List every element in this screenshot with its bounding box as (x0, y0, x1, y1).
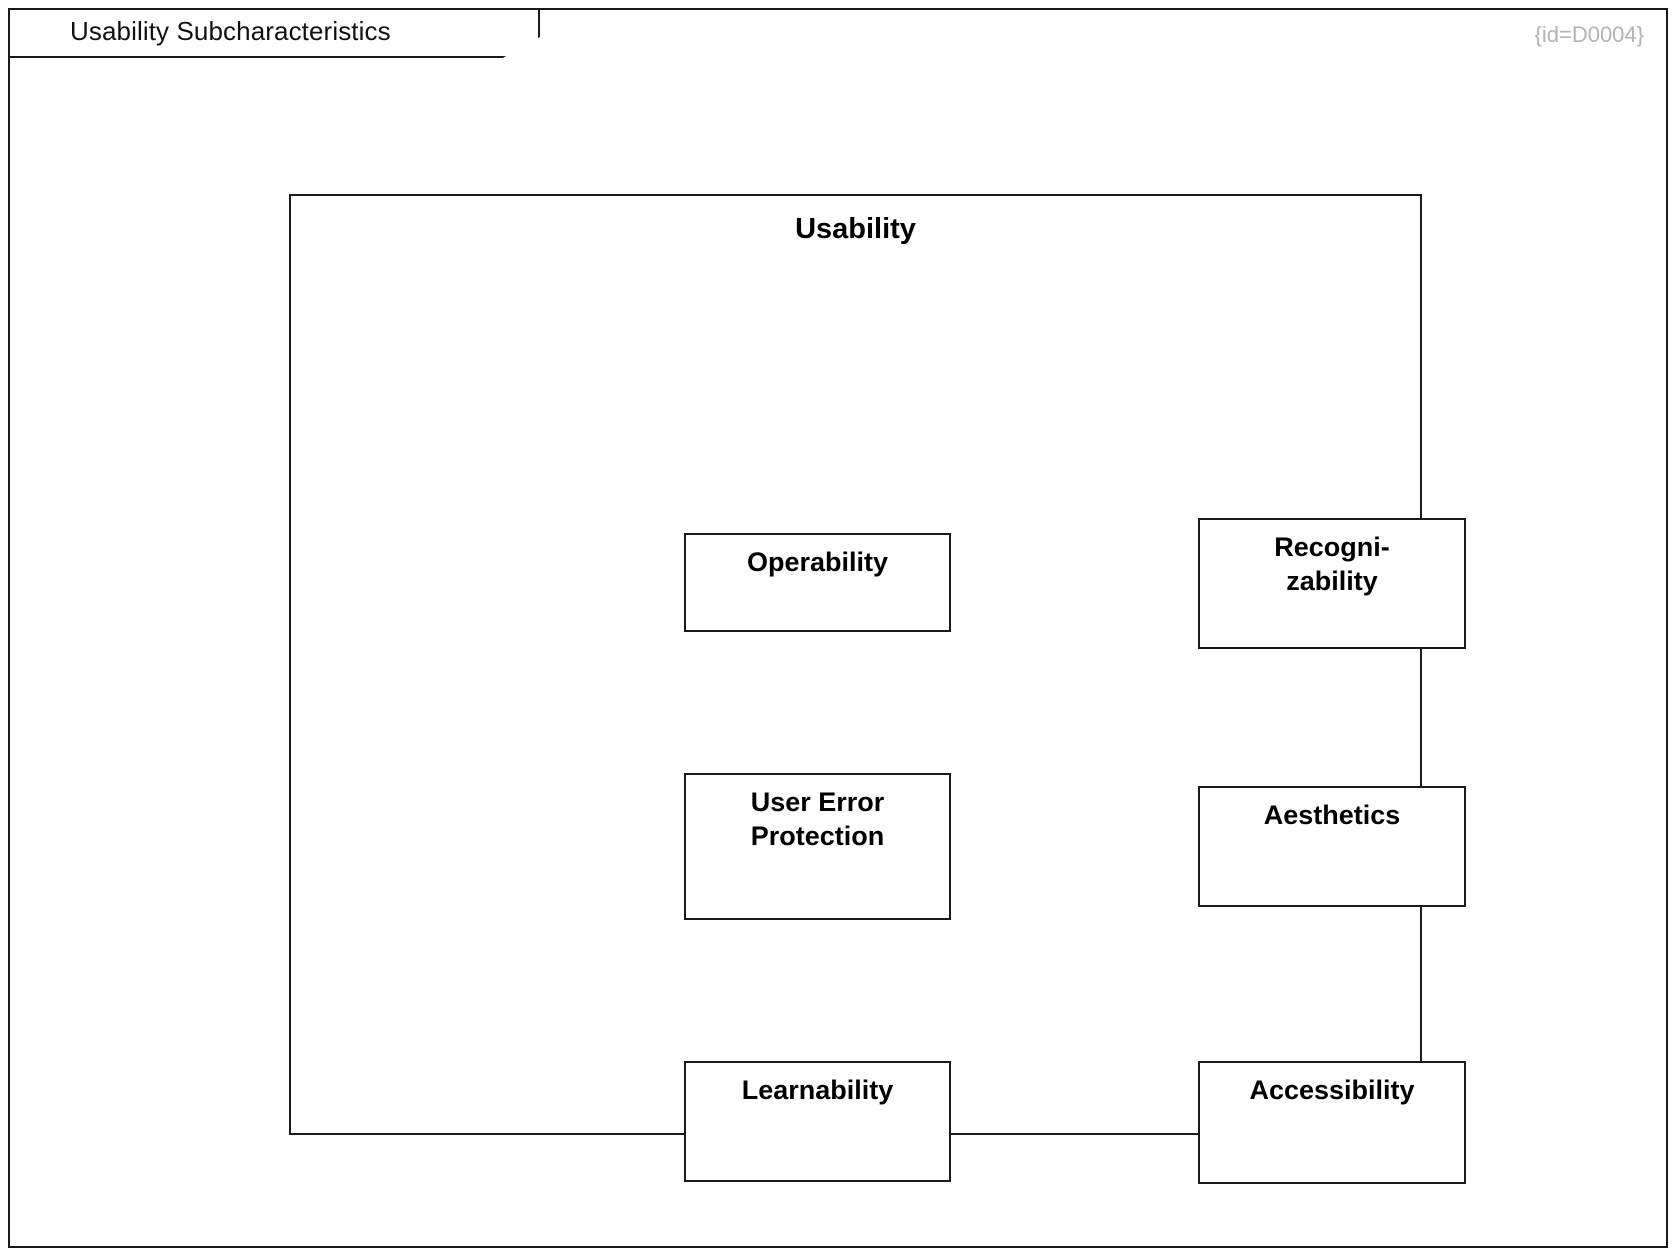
subcharacteristic-box-learnability[interactable]: Learnability (684, 1061, 951, 1182)
subcharacteristic-box-user-error-protection[interactable]: User Error Protection (684, 773, 951, 920)
subcharacteristic-label-accessibility: Accessibility (1249, 1075, 1415, 1105)
subcharacteristic-box-recognizability[interactable]: Recogni- zability (1198, 518, 1466, 649)
subcharacteristic-label-user-error-protection: User Error Protection (750, 787, 885, 851)
subcharacteristic-label-aesthetics: Aesthetics (1263, 800, 1401, 830)
subcharacteristic-label-operability: Operability (746, 547, 889, 577)
frame-name-tab (8, 8, 540, 58)
subcharacteristic-box-aesthetics[interactable]: Aesthetics (1198, 786, 1466, 907)
diagram-id-label: {id=D0004} (1534, 22, 1645, 47)
subcharacteristic-label-recognizability: Recogni- zability (1274, 532, 1390, 596)
subcharacteristic-box-accessibility[interactable]: Accessibility (1198, 1061, 1466, 1184)
usability-container[interactable]: Usability Operability Recogni- zability … (289, 194, 1466, 1184)
uml-diagram-frame: {id=D0004} Usability Operability Recogni… (8, 8, 1668, 1248)
subcharacteristic-box-operability[interactable]: Operability (684, 533, 951, 632)
frame-name-label: Usability Subcharacteristics (70, 16, 391, 46)
usability-title: Usability (795, 213, 916, 245)
subcharacteristic-label-learnability: Learnability (741, 1075, 894, 1105)
